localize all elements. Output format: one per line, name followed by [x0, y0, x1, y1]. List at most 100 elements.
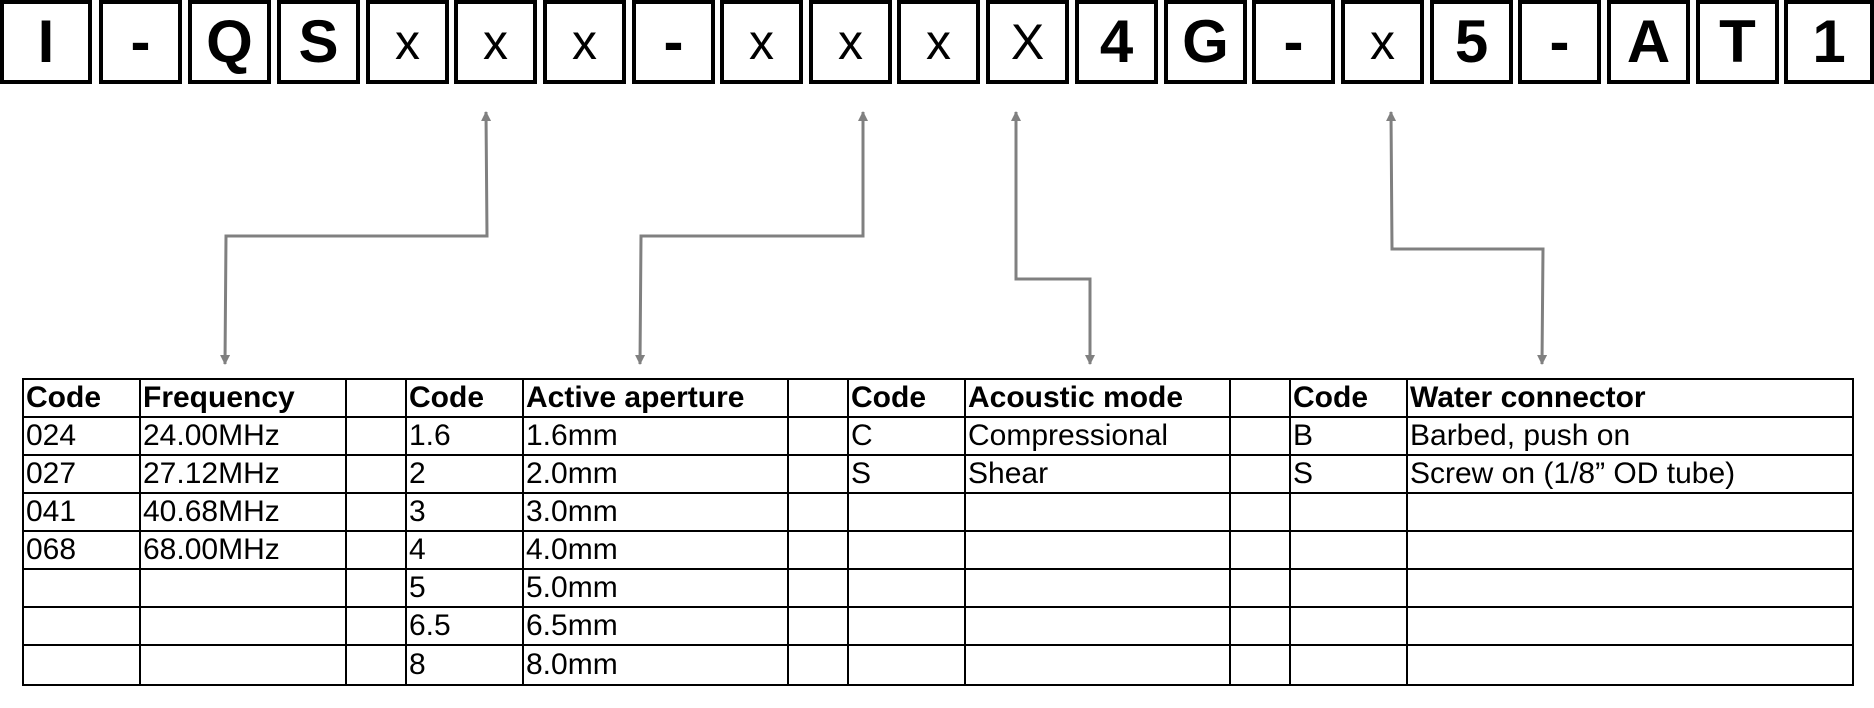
aperture-code-cell: 5	[405, 568, 524, 608]
code-char-12: X	[986, 0, 1069, 84]
connector-code-cell: S	[1289, 454, 1408, 494]
table-spacer	[345, 492, 407, 532]
table-spacer	[1229, 492, 1291, 532]
aperture-code-header: Code	[405, 378, 524, 418]
water-connector-header: Water connector	[1406, 378, 1854, 418]
acoustic-code-cell	[847, 606, 966, 646]
frequency-value-cell: 27.12MHz	[139, 454, 347, 494]
acoustic-value-cell: Compressional	[964, 416, 1231, 456]
frequency-code-cell: 024	[22, 416, 141, 456]
acoustic-value-cell	[964, 644, 1231, 686]
table-spacer	[345, 568, 407, 608]
table-spacer	[345, 378, 407, 418]
table-spacer	[1229, 606, 1291, 646]
code-char-14: G	[1164, 0, 1247, 84]
code-char-18: -	[1518, 0, 1601, 84]
table-spacer	[787, 454, 849, 494]
table-row: 8 8.0mm	[22, 644, 1854, 686]
acoustic-code-header: Code	[847, 378, 966, 418]
aperture-code-cell: 6.5	[405, 606, 524, 646]
table-spacer	[1229, 530, 1291, 570]
acoustic-value-cell	[964, 530, 1231, 570]
frequency-arrow	[220, 111, 492, 365]
connector-code-cell	[1289, 644, 1408, 686]
active-aperture-arrow	[635, 111, 868, 365]
frequency-code-cell	[22, 606, 141, 646]
aperture-code-cell: 8	[405, 644, 524, 686]
aperture-value-cell: 2.0mm	[522, 454, 789, 494]
aperture-value-cell: 6.5mm	[522, 606, 789, 646]
table-spacer	[1229, 416, 1291, 456]
part-number-code-strip: I - Q S x x x - x x x X 4 G - x 5 - A T …	[0, 0, 1874, 90]
aperture-code-cell: 3	[405, 492, 524, 532]
code-char-16: x	[1341, 0, 1424, 84]
acoustic-code-cell: C	[847, 416, 966, 456]
table-row: 027 27.12MHz 2 2.0mm S Shear S Screw on …	[22, 454, 1854, 494]
table-spacer	[787, 606, 849, 646]
table-spacer	[787, 568, 849, 608]
connector-code-cell	[1289, 568, 1408, 608]
option-tables: Code Frequency Code Active aperture Code…	[22, 378, 1854, 686]
frequency-code-cell	[22, 568, 141, 608]
acoustic-code-cell	[847, 644, 966, 686]
code-char-3: Q	[188, 0, 271, 84]
connector-value-cell	[1406, 492, 1854, 532]
frequency-code-cell: 027	[22, 454, 141, 494]
connector-code-cell	[1289, 606, 1408, 646]
frequency-value-cell: 24.00MHz	[139, 416, 347, 456]
frequency-code-header: Code	[22, 378, 141, 418]
connector-value-cell	[1406, 644, 1854, 686]
table-spacer	[1229, 644, 1291, 686]
aperture-value-cell: 4.0mm	[522, 530, 789, 570]
water-connector-arrow	[1386, 111, 1548, 365]
code-char-2: -	[99, 0, 182, 84]
code-char-5: x	[366, 0, 449, 84]
acoustic-code-cell	[847, 530, 966, 570]
table-spacer	[787, 492, 849, 532]
acoustic-mode-arrow	[1011, 111, 1095, 365]
acoustic-mode-header: Acoustic mode	[964, 378, 1231, 418]
table-spacer	[787, 530, 849, 570]
acoustic-value-cell	[964, 492, 1231, 532]
table-spacer	[787, 416, 849, 456]
frequency-value-cell: 40.68MHz	[139, 492, 347, 532]
code-char-4: S	[277, 0, 360, 84]
connector-value-cell	[1406, 568, 1854, 608]
acoustic-code-cell	[847, 492, 966, 532]
code-char-15: -	[1252, 0, 1335, 84]
code-char-10: x	[809, 0, 892, 84]
code-char-20: T	[1696, 0, 1779, 84]
table-row: 024 24.00MHz 1.6 1.6mm C Compressional B…	[22, 416, 1854, 456]
connector-value-cell	[1406, 530, 1854, 570]
code-char-9: x	[720, 0, 803, 84]
connector-value-cell: Screw on (1/8” OD tube)	[1406, 454, 1854, 494]
code-char-19: A	[1607, 0, 1690, 84]
aperture-code-cell: 2	[405, 454, 524, 494]
aperture-value-cell: 1.6mm	[522, 416, 789, 456]
frequency-header: Frequency	[139, 378, 347, 418]
table-row: 6.5 6.5mm	[22, 606, 1854, 646]
code-char-11: x	[897, 0, 980, 84]
code-char-13: 4	[1075, 0, 1158, 84]
aperture-code-cell: 1.6	[405, 416, 524, 456]
code-char-1: I	[0, 0, 92, 84]
connector-value-cell	[1406, 606, 1854, 646]
table-row: 5 5.0mm	[22, 568, 1854, 608]
code-char-21: 1	[1784, 0, 1874, 84]
table-spacer	[345, 454, 407, 494]
table-header-row: Code Frequency Code Active aperture Code…	[22, 378, 1854, 418]
code-char-17: 5	[1430, 0, 1513, 84]
frequency-value-cell: 68.00MHz	[139, 530, 347, 570]
acoustic-code-cell: S	[847, 454, 966, 494]
aperture-value-cell: 8.0mm	[522, 644, 789, 686]
frequency-value-cell	[139, 644, 347, 686]
connector-code-cell	[1289, 530, 1408, 570]
acoustic-value-cell	[964, 606, 1231, 646]
aperture-code-cell: 4	[405, 530, 524, 570]
connector-code-cell: B	[1289, 416, 1408, 456]
table-spacer	[345, 644, 407, 686]
frequency-code-cell	[22, 644, 141, 686]
table-spacer	[1229, 378, 1291, 418]
acoustic-code-cell	[847, 568, 966, 608]
